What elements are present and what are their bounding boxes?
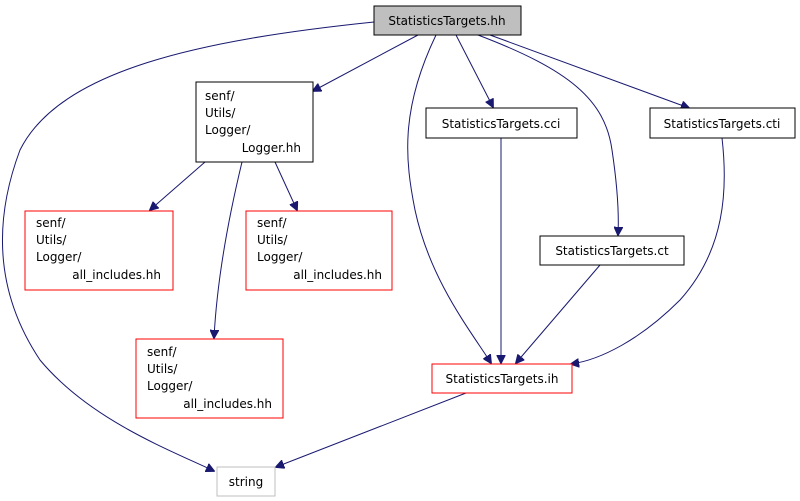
edge-hh-to-cci	[455, 34, 493, 107]
edge-ct-to-ih	[516, 264, 601, 363]
node-label-line: all_includes.hh	[293, 268, 382, 282]
edge-hh-to-ct	[477, 34, 618, 235]
node-label-line: Logger.hh	[242, 141, 301, 155]
node-label: StatisticsTargets.cti	[664, 117, 781, 131]
node-label-line: Utils/	[205, 106, 236, 120]
node-statistics-targets-ih[interactable]: StatisticsTargets.ih	[431, 363, 573, 394]
node-label-line: Logger/	[147, 379, 193, 393]
edge-ih-to-string	[276, 392, 467, 467]
edges	[2, 21, 725, 471]
node-all-includes-1[interactable]: senf/ Utils/ Logger/ all_includes.hh	[24, 210, 174, 291]
node-label-line: Utils/	[257, 233, 288, 247]
node-statistics-targets-hh[interactable]: StatisticsTargets.hh	[373, 5, 522, 36]
node-label-line: all_includes.hh	[183, 397, 272, 411]
node-label: StatisticsTargets.cci	[442, 117, 561, 131]
node-statistics-targets-ct[interactable]: StatisticsTargets.ct	[539, 235, 685, 266]
edge-hh-to-string	[2, 21, 375, 471]
edge-logger-to-all1	[150, 161, 206, 210]
node-all-includes-2[interactable]: senf/ Utils/ Logger/ all_includes.hh	[245, 210, 393, 291]
node-label-line: Logger/	[205, 123, 251, 137]
node-label: StatisticsTargets.ih	[446, 372, 559, 386]
node-all-includes-3[interactable]: senf/ Utils/ Logger/ all_includes.hh	[135, 338, 284, 419]
node-label-line: Logger/	[257, 250, 303, 264]
node-string[interactable]: string	[216, 466, 276, 497]
edge-hh-to-cti	[489, 34, 689, 108]
node-label-line: all_includes.hh	[72, 268, 161, 282]
node-label-line: senf/	[257, 216, 287, 230]
node-label-line: Logger/	[36, 250, 82, 264]
node-statistics-targets-cci[interactable]: StatisticsTargets.cci	[425, 107, 578, 139]
node-label-line: senf/	[36, 216, 66, 230]
node-label-line: senf/	[147, 345, 177, 359]
node-label: StatisticsTargets.hh	[388, 14, 505, 28]
node-label-line: senf/	[205, 89, 235, 103]
node-logger-hh[interactable]: senf/ Utils/ Logger/ Logger.hh	[195, 81, 314, 163]
edge-hh-to-logger	[313, 34, 419, 91]
node-statistics-targets-cti[interactable]: StatisticsTargets.cti	[649, 107, 796, 139]
node-label: StatisticsTargets.ct	[555, 244, 669, 258]
node-label-line: Utils/	[36, 233, 67, 247]
node-label: string	[229, 475, 263, 489]
edge-hh-to-ih	[407, 34, 491, 363]
edge-cti-to-ih	[571, 137, 725, 364]
node-label-line: Utils/	[147, 362, 178, 376]
edge-logger-to-all2	[274, 161, 297, 210]
edge-logger-to-all3	[214, 161, 243, 338]
